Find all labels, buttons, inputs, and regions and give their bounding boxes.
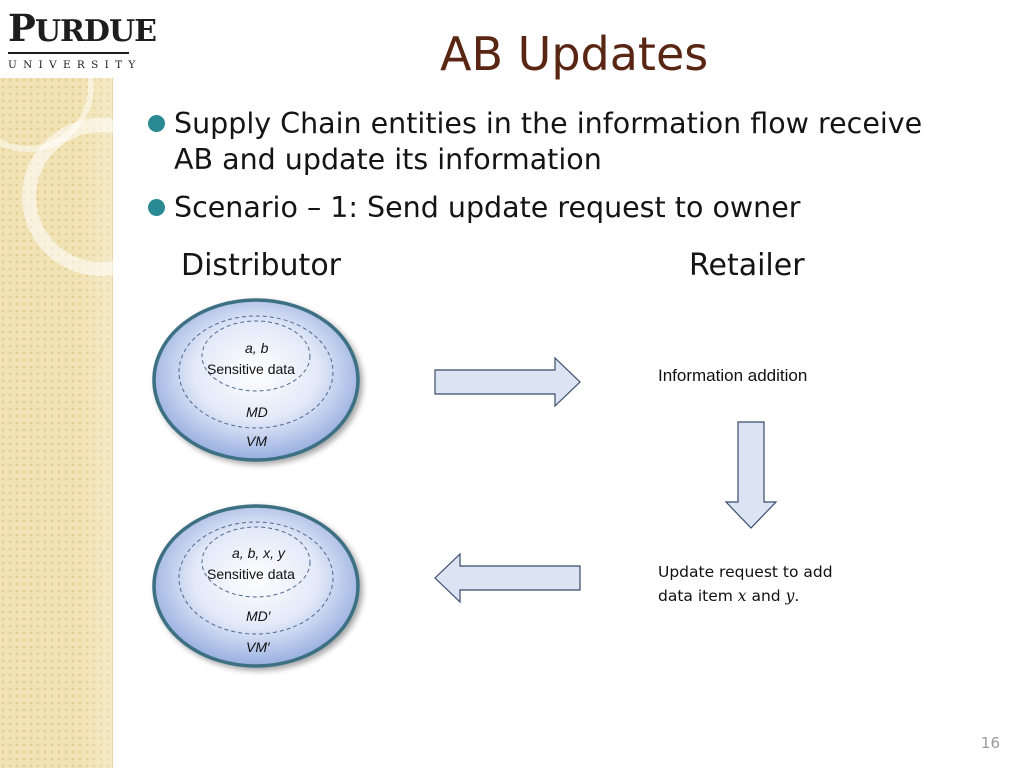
top-vm-label: VM	[246, 433, 267, 449]
bullet-item: Supply Chain entities in the information…	[146, 106, 924, 178]
update-request-label: Update request to add data item x and y.	[658, 560, 833, 608]
top-sensitive-data-label: Sensitive data	[207, 361, 295, 377]
distributor-ellipse-bottom	[152, 504, 360, 668]
bullet-dot-icon	[148, 115, 165, 132]
bottom-items-label: a, b, x, y	[232, 545, 285, 561]
logo-university-text: UNIVERSITY	[8, 59, 142, 71]
logo-rule	[8, 52, 129, 54]
distributor-heading: Distributor	[181, 248, 342, 283]
university-logo: PURDUE UNIVERSITY	[0, 0, 157, 78]
bullet-item: Scenario – 1: Send update request to own…	[146, 190, 966, 226]
ab-update-diagram: a, b Sensitive data MD VM a, b, x, y Sen…	[140, 290, 900, 680]
decorative-side-band	[0, 0, 113, 768]
bottom-sensitive-data-label: Sensitive data	[207, 566, 295, 582]
right-arrow-icon	[434, 356, 581, 408]
bottom-md-label: MD′	[246, 608, 271, 624]
update-request-line1: Update request to add	[658, 563, 833, 581]
diagram-shapes	[152, 298, 778, 668]
down-arrow-icon	[724, 421, 778, 529]
update-request-line2: data item x and y.	[658, 587, 800, 605]
top-md-label: MD	[246, 404, 268, 420]
bullet-dot-icon	[148, 199, 165, 216]
page-number: 16	[980, 734, 1000, 752]
slide-title: AB Updates	[440, 27, 709, 81]
top-items-label: a, b	[245, 340, 269, 356]
bullet-list: Supply Chain entities in the information…	[146, 106, 966, 226]
bullet-text: Scenario – 1: Send update request to own…	[174, 191, 801, 224]
distributor-ellipse-top	[152, 298, 360, 462]
bullet-text: Supply Chain entities in the information…	[174, 107, 923, 176]
left-arrow-icon	[434, 552, 581, 604]
retailer-heading: Retailer	[689, 248, 805, 283]
logo-wordmark: PURDUE	[8, 6, 157, 50]
bottom-vm-label: VM′	[246, 639, 270, 655]
information-addition-label: Information addition	[658, 366, 808, 385]
